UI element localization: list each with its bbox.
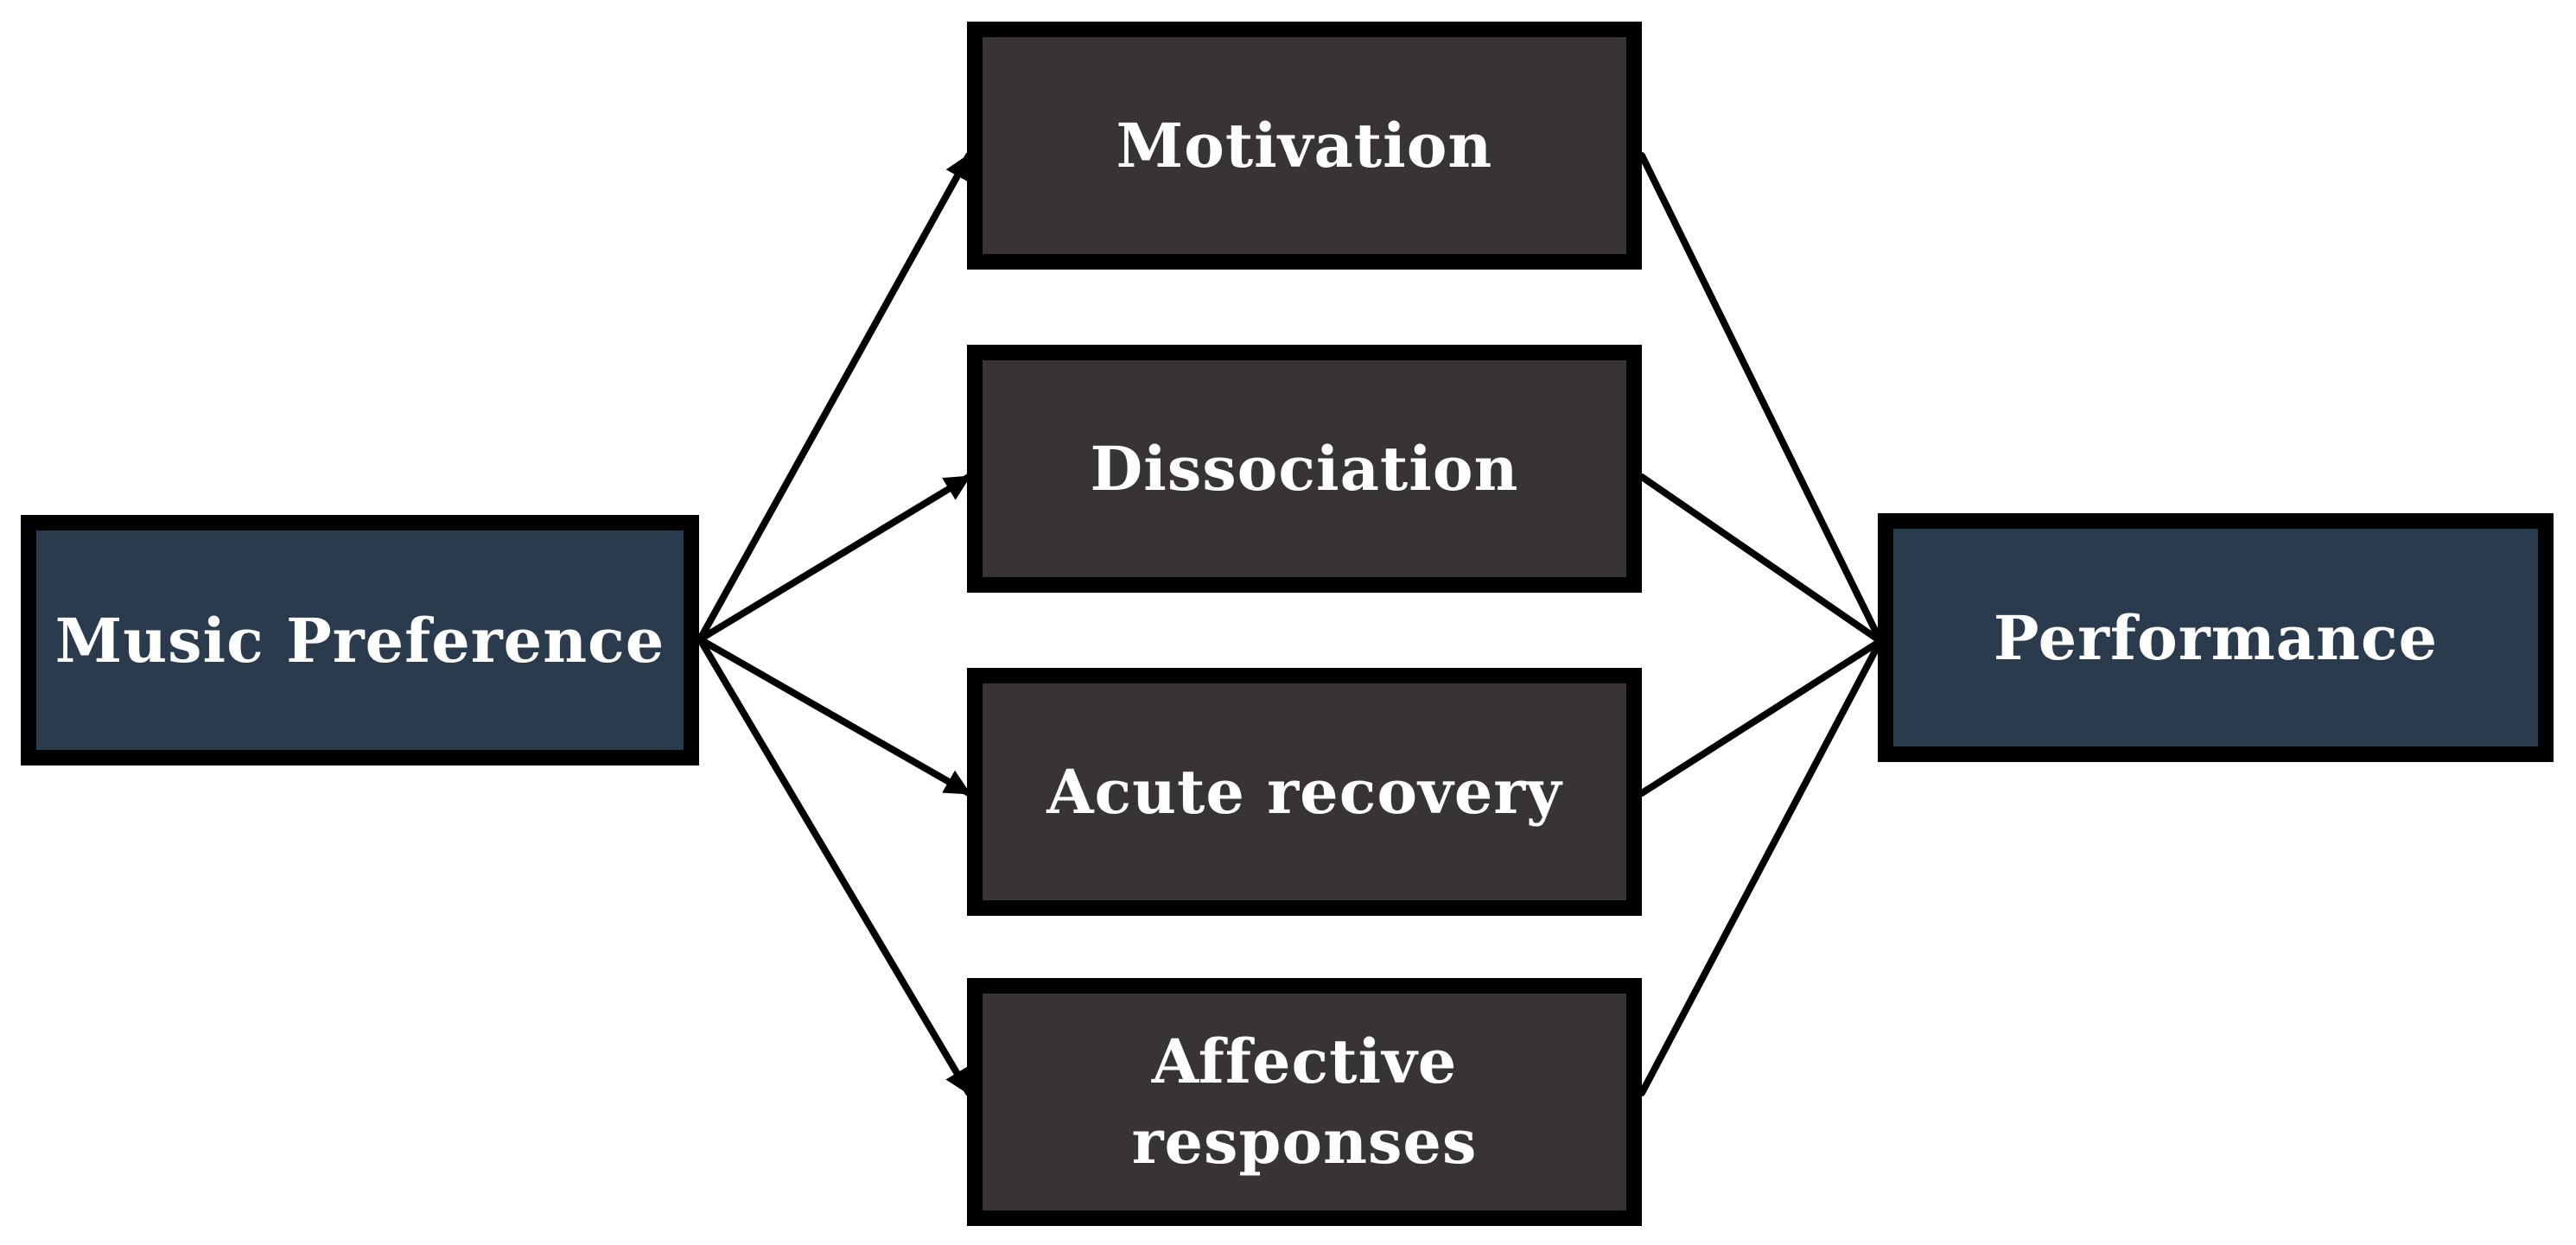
node-dissociation: Dissociation — [967, 345, 1642, 593]
connector-motivation-to-performance — [1638, 152, 1884, 645]
arrow-music_preference-to-dissociation — [696, 473, 972, 643]
connector-affective_responses-to-performance — [1638, 638, 1884, 1096]
node-music-preference: Music Preference — [21, 515, 699, 765]
node-affective-responses-label: Affective responses — [1131, 1026, 1478, 1178]
node-performance: Performance — [1878, 513, 2554, 762]
node-motivation: Motivation — [967, 22, 1642, 270]
node-acute-recovery-label: Acute recovery — [1046, 756, 1562, 828]
node-affective-responses: Affective responses — [967, 978, 1642, 1226]
arrow-music_preference-to-motivation — [696, 152, 972, 643]
connector-dissociation-to-performance — [1638, 473, 1884, 645]
node-music-preference-label: Music Preference — [54, 604, 665, 676]
connector-acute_recovery-to-performance — [1638, 638, 1884, 797]
arrow-music_preference-to-affective_responses — [696, 636, 972, 1096]
arrow-music_preference-to-acute_recovery — [696, 636, 972, 797]
node-motivation-label: Motivation — [1116, 110, 1493, 181]
node-dissociation-label: Dissociation — [1090, 433, 1519, 505]
node-performance-label: Performance — [1993, 601, 2439, 674]
node-acute-recovery: Acute recovery — [967, 668, 1642, 916]
